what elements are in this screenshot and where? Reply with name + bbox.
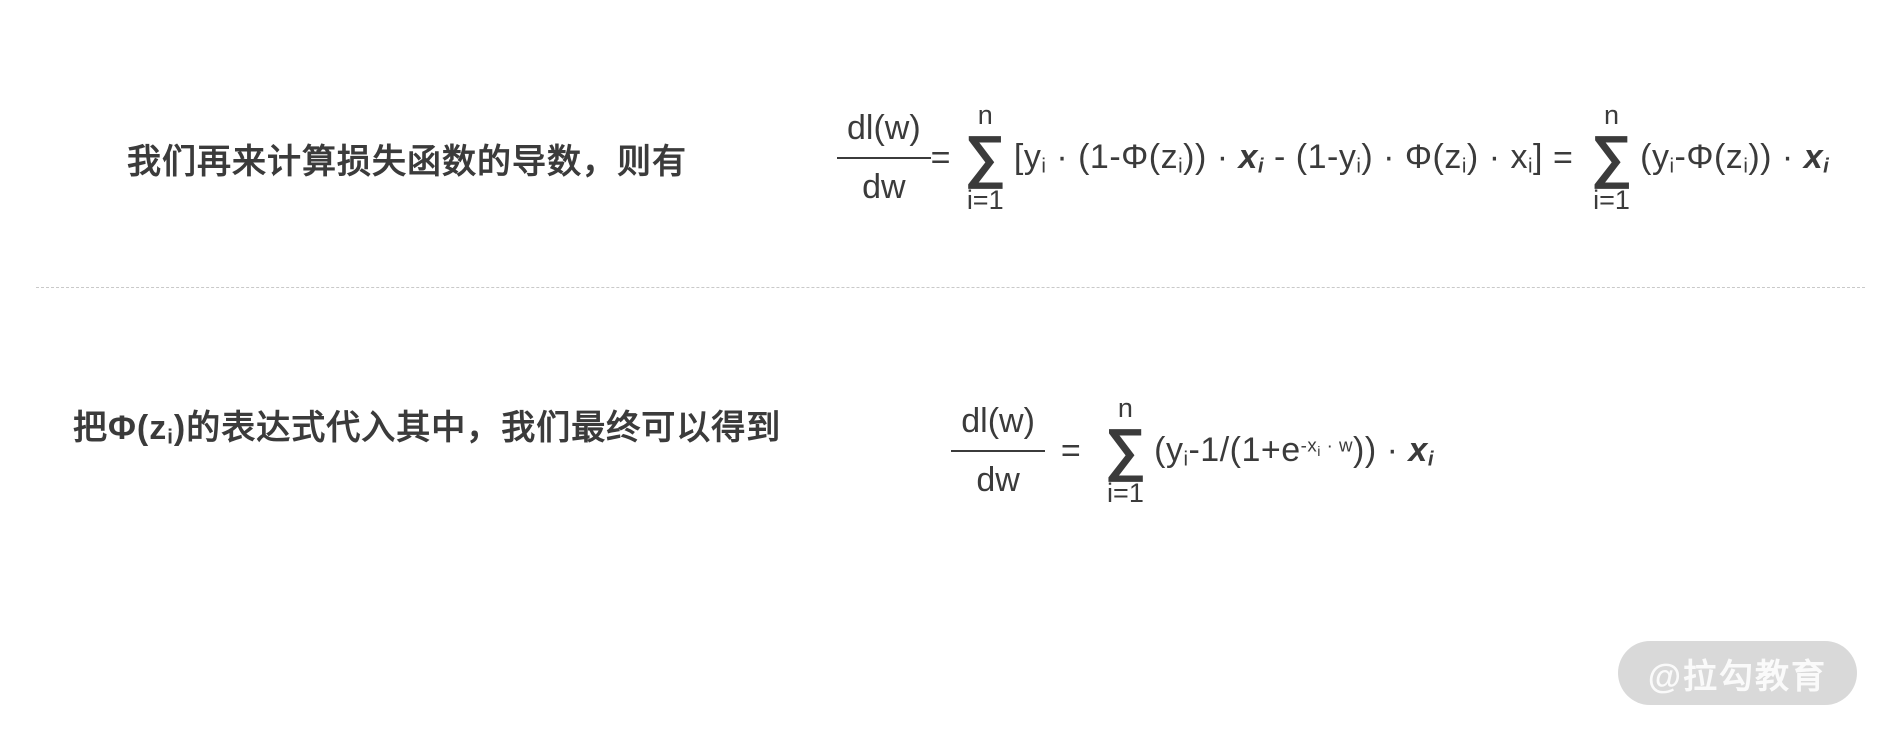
dashed-divider bbox=[36, 287, 1865, 288]
row1-formula: dl(w) dw = n ∑ i=1 [yi · (1-Φ(zi)) · xi … bbox=[837, 99, 1830, 216]
fraction-dl-dw: dl(w) dw bbox=[837, 109, 931, 207]
summation-upper-limit: n bbox=[977, 99, 993, 130]
row2-formula: dl(w) dw = n ∑ i=1 (yi-1/(1+e-xi · w)) ·… bbox=[951, 392, 1434, 509]
summation-symbol: n ∑ i=1 bbox=[964, 99, 1006, 216]
formula-expression-1: [yi · (1-Φ(zi)) · xi - (1-yi) · Φ(zi) · … bbox=[1013, 137, 1543, 178]
formula-expression: (yi-1/(1+e-xi · w)) · xi bbox=[1154, 430, 1434, 471]
summation-upper-limit: n bbox=[1603, 99, 1619, 130]
summation-symbol: n ∑ i=1 bbox=[1104, 392, 1147, 509]
fraction-bar bbox=[951, 450, 1045, 452]
summation-lower-limit: i=1 bbox=[966, 185, 1004, 216]
sigma-icon: ∑ bbox=[1104, 416, 1147, 482]
summation-symbol: n ∑ i=1 bbox=[1590, 99, 1633, 216]
fraction-denominator: dw bbox=[862, 168, 906, 206]
fraction-dl-dw: dl(w) dw bbox=[951, 402, 1045, 500]
fraction-bar bbox=[837, 157, 931, 159]
watermark-badge: @拉勾教育 bbox=[1617, 641, 1857, 705]
derivation-row-2: 把Φ(zi)的表达式代入其中，我们最终可以得到 dl(w) dw = n ∑ i… bbox=[0, 366, 1901, 536]
sigma-icon: ∑ bbox=[964, 123, 1006, 189]
sigma-icon: ∑ bbox=[1590, 123, 1633, 189]
summation-lower-limit: i=1 bbox=[1593, 185, 1630, 216]
summation-upper-limit: n bbox=[1117, 392, 1133, 423]
derivation-row-1: 我们再来计算损失函数的导数，则有 dl(w) dw = n ∑ i=1 [yi … bbox=[0, 73, 1901, 243]
row2-caption: 把Φ(zi)的表达式代入其中，我们最终可以得到 bbox=[73, 409, 782, 449]
row1-caption: 我们再来计算损失函数的导数，则有 bbox=[127, 142, 687, 181]
summation-lower-limit: i=1 bbox=[1107, 478, 1144, 509]
fraction-numerator: dl(w) bbox=[961, 401, 1035, 440]
equals-sign: = bbox=[1552, 138, 1573, 177]
fraction-numerator: dl(w) bbox=[847, 108, 921, 147]
equals-sign: = bbox=[1060, 431, 1081, 470]
formula-expression-2: (yi-Φ(zi)) · xi bbox=[1640, 137, 1830, 178]
equals-sign: = bbox=[930, 138, 951, 177]
watermark-text: @拉勾教育 bbox=[1647, 657, 1827, 696]
fraction-denominator: dw bbox=[976, 461, 1020, 499]
